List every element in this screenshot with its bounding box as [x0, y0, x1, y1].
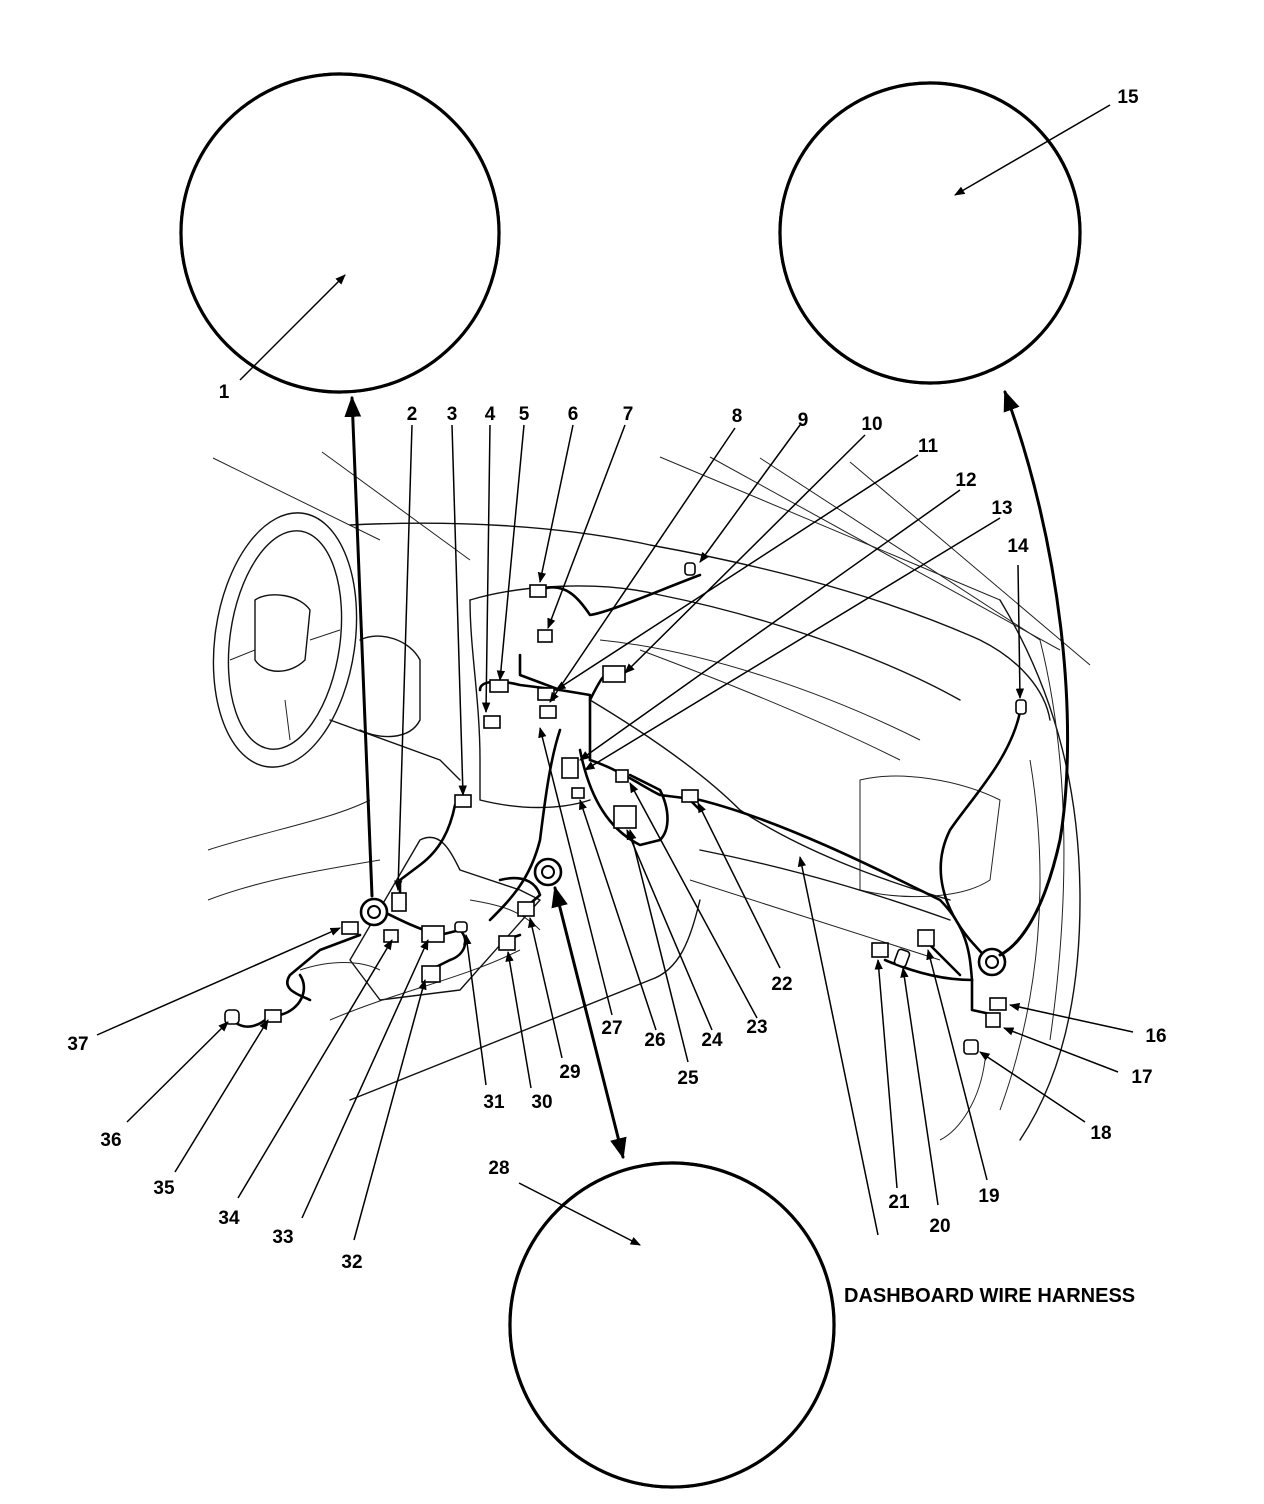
connector-19 [917, 929, 935, 947]
connector-27 [561, 757, 579, 779]
connector-37 [341, 921, 359, 935]
connector-10 [602, 665, 626, 683]
connector-34 [383, 929, 399, 943]
connector-21 [871, 942, 889, 958]
callout-26: 26 [644, 1030, 665, 1051]
callout-35: 35 [153, 1178, 175, 1199]
callout-1: 1 [219, 382, 230, 403]
callout-32: 32 [341, 1252, 362, 1273]
connector-7 [537, 629, 553, 643]
connector-36 [224, 1009, 240, 1025]
connector-14 [1015, 699, 1027, 715]
callout-25: 25 [677, 1068, 699, 1089]
connector-4b [483, 715, 501, 729]
connector-35 [264, 1009, 282, 1023]
connector-20 [893, 948, 911, 968]
callout-10: 10 [861, 414, 882, 435]
connector-2 [391, 892, 407, 912]
connector-11 [537, 687, 555, 701]
callout-leaders [96, 104, 1134, 1246]
callout-14: 14 [1007, 536, 1029, 557]
harness-caption: DASHBOARD WIRE HARNESS [844, 1285, 1135, 1307]
callout-6: 6 [568, 404, 579, 425]
ground-bolt-28-icon [533, 857, 563, 887]
connector-4 [539, 705, 557, 719]
callout-12: 12 [955, 470, 976, 491]
ground-bolt-1-icon [359, 897, 389, 927]
ground-bolt-15-icon [977, 947, 1007, 977]
callout-24: 24 [701, 1030, 723, 1051]
callout-27: 27 [601, 1018, 622, 1039]
callout-18: 18 [1090, 1123, 1111, 1144]
callout-17: 17 [1131, 1067, 1152, 1088]
callout-22: 22 [771, 974, 792, 995]
callout-11: 11 [918, 436, 939, 457]
callout-2: 2 [407, 404, 418, 425]
connector-22 [681, 789, 699, 803]
connector-25 [613, 805, 637, 829]
detail-circle-1 [179, 72, 501, 394]
callout-13: 13 [991, 498, 1012, 519]
callout-16: 16 [1145, 1026, 1166, 1047]
callout-8: 8 [732, 406, 743, 427]
callout-20: 20 [929, 1216, 950, 1237]
callout-19: 19 [978, 1186, 999, 1207]
detail-circle-15 [778, 81, 1082, 385]
connectors [224, 562, 1027, 1055]
connector-23 [615, 769, 629, 783]
connector-8 [684, 562, 696, 576]
callout-7: 7 [623, 404, 634, 425]
connector-26 [571, 787, 585, 799]
callout-33: 33 [272, 1227, 293, 1248]
callout-9: 9 [798, 410, 809, 431]
connector-29 [517, 901, 535, 917]
connector-16 [989, 997, 1007, 1011]
connector-32 [421, 965, 441, 983]
callout-21: 21 [888, 1192, 910, 1213]
callout-23: 23 [746, 1017, 767, 1038]
callout-15: 15 [1117, 87, 1139, 108]
connector-18 [963, 1039, 979, 1055]
callout-30: 30 [531, 1092, 552, 1113]
callout-3: 3 [447, 404, 458, 425]
connector-17 [985, 1012, 1001, 1028]
callout-34: 34 [218, 1208, 240, 1229]
callout-36: 36 [100, 1130, 121, 1151]
callout-4: 4 [485, 404, 496, 425]
connector-6 [529, 584, 547, 598]
ground-points [359, 857, 1007, 977]
connector-31 [454, 921, 468, 933]
callout-31: 31 [483, 1092, 505, 1113]
detail-arrows [344, 390, 1070, 1160]
callout-5: 5 [519, 404, 530, 425]
connector-5 [489, 679, 509, 693]
callout-28: 28 [488, 1158, 509, 1179]
connector-30 [498, 935, 516, 951]
detail-circle-28 [508, 1161, 836, 1489]
callout-29: 29 [559, 1062, 580, 1083]
callout-37: 37 [67, 1034, 88, 1055]
connector-3 [454, 794, 472, 808]
connector-33 [421, 925, 445, 943]
callout-numbers: 1 2 3 4 5 6 7 8 9 10 11 12 13 14 15 16 1… [67, 87, 1166, 1307]
